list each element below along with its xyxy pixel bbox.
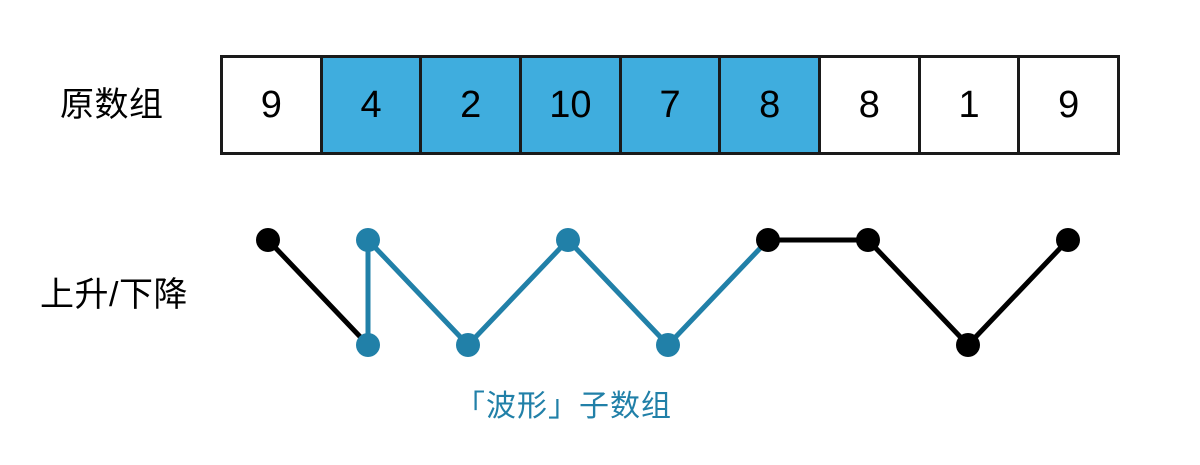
array-cell-value: 10 xyxy=(549,83,592,126)
wave-subarray-caption: 「波形」子数组 xyxy=(455,390,672,423)
array-cell-value: 8 xyxy=(858,83,880,126)
zigzag-segment xyxy=(365,237,471,348)
array-cell[interactable]: 1 xyxy=(920,58,1021,152)
zigzag-segments xyxy=(265,237,1071,348)
array-cell-value: 7 xyxy=(659,83,681,126)
array-cell-value: 8 xyxy=(759,83,781,126)
array-cell[interactable]: 9 xyxy=(1020,58,1118,152)
zigzag-point[interactable] xyxy=(656,333,680,357)
zigzag-point[interactable] xyxy=(956,333,980,357)
array-cell-value: 9 xyxy=(260,83,282,126)
array-cell[interactable]: 4 xyxy=(322,58,423,152)
zigzag-segment xyxy=(965,237,1071,348)
array-cell-value: 1 xyxy=(958,83,980,126)
row-label-original-array: 原数组 xyxy=(60,86,164,124)
zigzag-segment xyxy=(565,237,671,348)
array-cell-value: 2 xyxy=(460,83,482,126)
array-cell[interactable]: 7 xyxy=(621,58,722,152)
array-cell-value: 9 xyxy=(1058,83,1080,126)
zigzag-segment xyxy=(465,237,571,348)
zigzag-segment xyxy=(665,237,771,348)
zigzag-segment xyxy=(265,237,371,348)
zigzag-point[interactable] xyxy=(856,228,880,252)
row-label-rise-fall: 上升/下降 xyxy=(40,276,188,314)
zigzag-segment xyxy=(865,237,971,348)
array-cell[interactable]: 10 xyxy=(522,58,622,152)
array-cell[interactable]: 8 xyxy=(821,58,921,152)
zigzag-point[interactable] xyxy=(356,333,380,357)
zigzag-point[interactable] xyxy=(456,333,480,357)
zigzag-point[interactable] xyxy=(356,228,380,252)
zigzag-point[interactable] xyxy=(1056,228,1080,252)
zigzag-point[interactable] xyxy=(756,228,780,252)
zigzag-point[interactable] xyxy=(256,228,280,252)
array-cell-value: 4 xyxy=(360,83,382,126)
array-cell[interactable]: 8 xyxy=(721,58,822,152)
array-table: 9 4 2 10 7 8 8 1 9 xyxy=(220,55,1120,155)
zigzag-point[interactable] xyxy=(556,228,580,252)
array-cell[interactable]: 2 xyxy=(422,58,523,152)
array-cell[interactable]: 9 xyxy=(223,58,323,152)
zigzag-points xyxy=(256,228,1080,357)
